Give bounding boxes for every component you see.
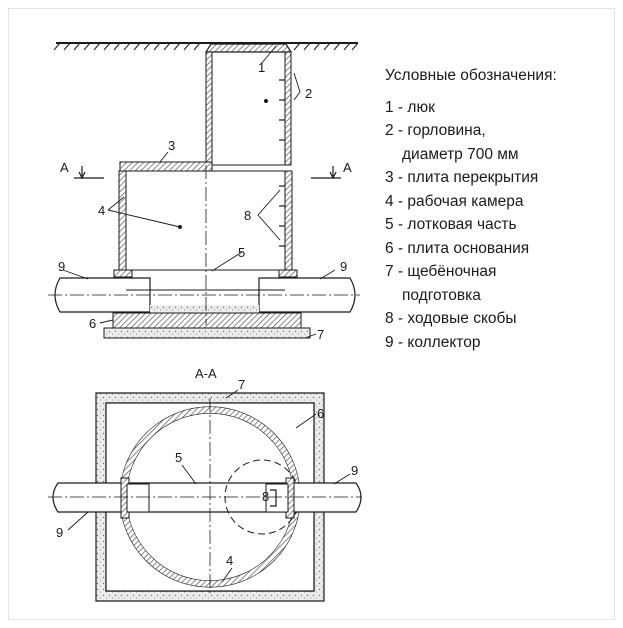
gravel-bedding: [103, 327, 311, 339]
section-letter-right: А: [343, 160, 352, 175]
callout-plan-8: 8: [262, 489, 269, 504]
callout-plan-4: 4: [226, 553, 233, 568]
callout-4: 4: [98, 203, 105, 218]
section-letter-left: А: [60, 160, 69, 175]
neck-wall-left: [205, 51, 213, 166]
callout-5: 5: [238, 245, 245, 260]
legend-item-4: 4 - рабочая камера: [385, 192, 524, 210]
ground-hatching: [53, 42, 359, 51]
legend: Условные обозначения: 1 - люк 2 - горлов…: [385, 64, 615, 354]
legend-title: Условные обозначения:: [385, 67, 557, 84]
callout-plan-7: 7: [238, 377, 245, 392]
callout-plan-6: 6: [317, 406, 324, 421]
section-mark-left: [74, 166, 104, 180]
chamber-wall-right: [284, 170, 293, 272]
legend-item-6: 6 - плита основания: [385, 239, 530, 257]
callout-3: 3: [168, 138, 175, 153]
cover-slab: [119, 161, 213, 172]
pipe-right-plan: [291, 482, 362, 513]
legend-item-8: 8 - ходовые скобы: [385, 310, 517, 327]
legend-item-7-cont: подготовка: [402, 286, 481, 304]
section-title: А-А: [195, 366, 217, 381]
hatch-cover: [204, 43, 293, 53]
legend-item-7: 7 - щебёночная: [385, 263, 497, 280]
legend-item-3: 3 - плита перекрытия: [385, 169, 539, 186]
plan-view: [48, 389, 362, 602]
base-slab: [112, 312, 302, 329]
callout-6: 6: [89, 316, 96, 331]
callout-plan-5: 5: [175, 450, 182, 465]
callout-9-left: 9: [58, 259, 65, 274]
neck-wall-right: [284, 51, 292, 166]
callout-2: 2: [305, 86, 312, 101]
leader-lines: [62, 45, 336, 339]
chamber-wall-left: [118, 170, 127, 272]
legend-item-2: 2 - горловина,: [385, 122, 486, 139]
callout-plan-9-left: 9: [56, 525, 63, 540]
pipe-left-plan: [52, 482, 126, 513]
image-frame: [8, 8, 615, 620]
ladder-rungs: [279, 79, 285, 247]
elevation-view: [48, 42, 360, 339]
legend-item-9: 9 - коллектор: [385, 333, 481, 351]
callout-plan-9-right: 9: [351, 463, 358, 478]
callout-7: 7: [317, 327, 324, 342]
callout-9-right: 9: [340, 259, 347, 274]
callout-1: 1: [258, 60, 265, 75]
legend-item-2-cont: диаметр 700 мм: [402, 145, 519, 163]
center-lines: [48, 55, 360, 325]
section-mark-right: [311, 166, 341, 180]
legend-item-5: 5 - лотковая часть: [385, 216, 517, 233]
center-lines-plan: [48, 398, 362, 596]
callout-8: 8: [244, 208, 251, 223]
legend-item-1: 1 - люк: [385, 98, 435, 116]
leader-lines-plan: [67, 389, 351, 583]
